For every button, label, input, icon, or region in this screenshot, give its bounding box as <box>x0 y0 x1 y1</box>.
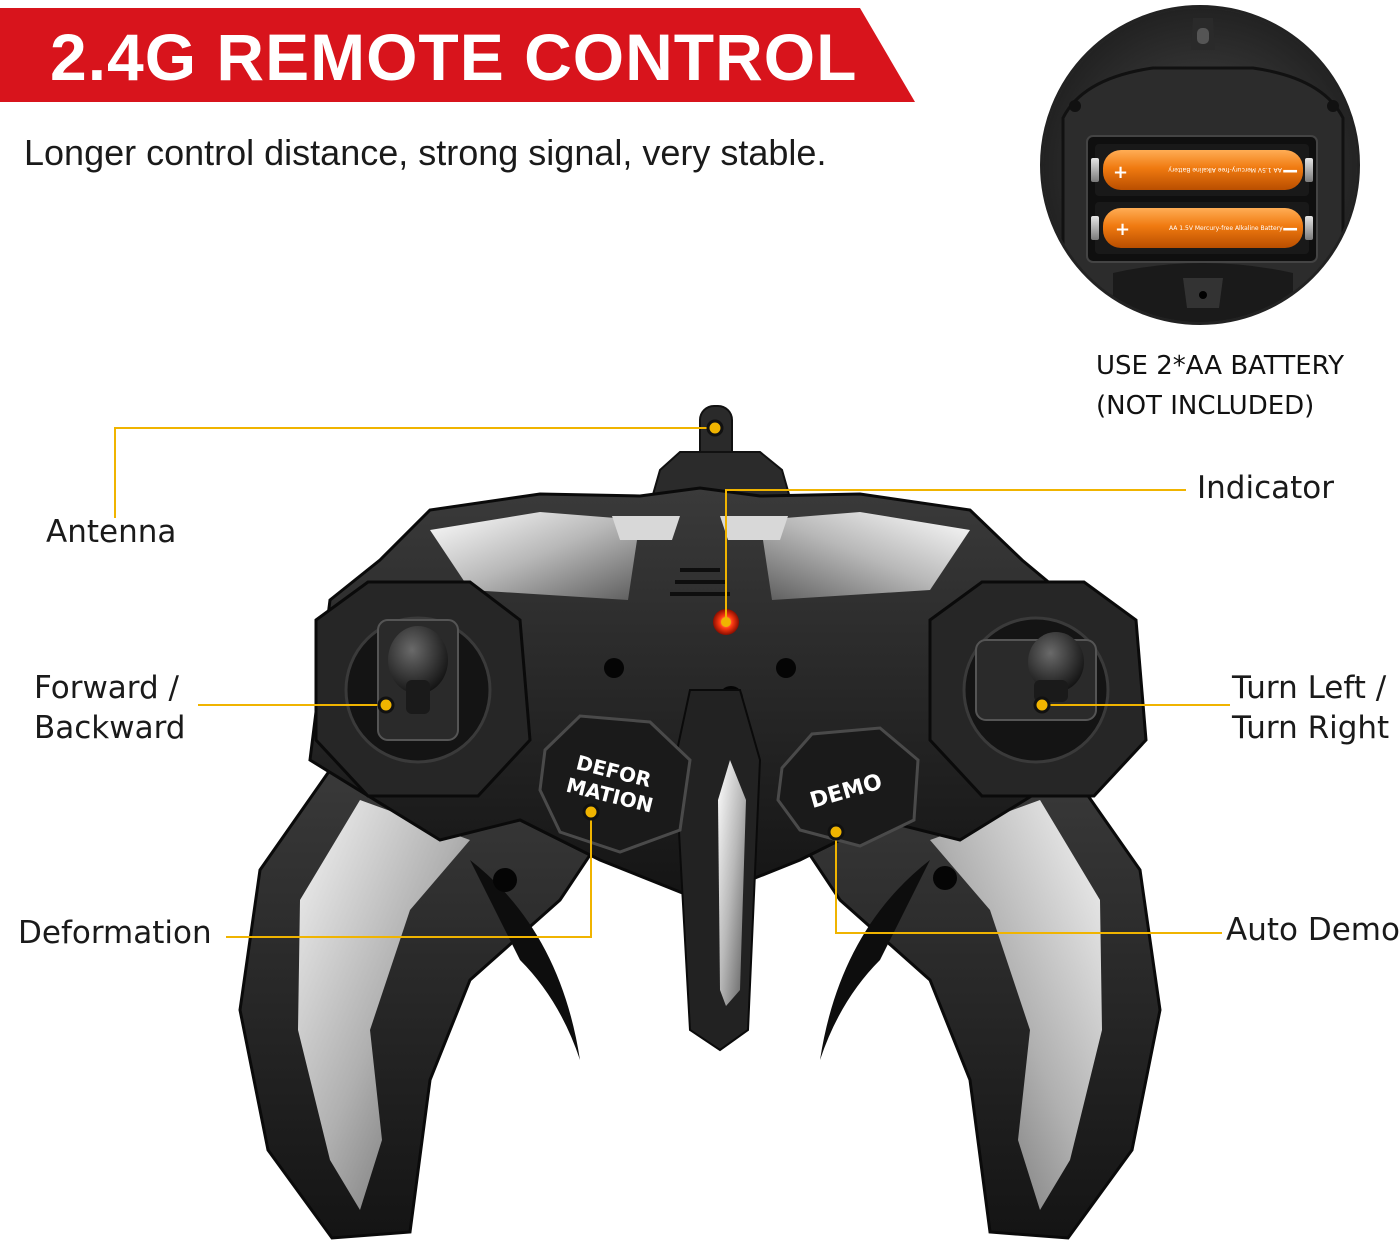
label-auto-demo: Auto Demo <box>1226 912 1400 948</box>
callout-dot-demo <box>827 823 845 841</box>
antenna <box>650 405 792 499</box>
callout-dot-forward <box>377 696 395 714</box>
callout-line-indicator <box>725 489 1186 622</box>
battery-note: USE 2*AA BATTERY (NOT INCLUDED) <box>1096 346 1396 426</box>
callout-dots <box>377 419 1051 841</box>
battery-cell-2 <box>1103 208 1303 248</box>
battery-cell-2-text: AA 1.5V Mercury-free Alkaline Battery <box>1169 225 1283 232</box>
callout-dot-turn <box>1033 696 1051 714</box>
deformation-button[interactable]: DEFOR MATION <box>538 714 692 854</box>
svg-text:+: + <box>1115 219 1130 240</box>
label-forward-line-1: Forward / <box>34 670 179 706</box>
left-joystick[interactable] <box>314 580 532 798</box>
battery-compartment-illustration: AA 1.5V Mercury-free Alkaline Battery AA… <box>1043 8 1357 322</box>
svg-text:−: − <box>1281 159 1299 184</box>
page-title: 2.4G REMOTE CONTROL <box>50 20 858 94</box>
label-turn-line-1: Turn Left / <box>1232 670 1387 706</box>
callout-line-deformation <box>226 812 592 938</box>
battery-cell-1 <box>1103 150 1303 190</box>
demo-button[interactable]: DEMO <box>776 726 920 848</box>
controller-grips <box>238 758 1162 1240</box>
battery-note-line-1: USE 2*AA BATTERY <box>1096 351 1344 381</box>
callout-dot-indicator <box>721 617 731 627</box>
right-joystick[interactable] <box>928 580 1148 798</box>
label-indicator: Indicator <box>1197 470 1334 506</box>
label-antenna: Antenna <box>46 514 177 550</box>
svg-text:+: + <box>1113 162 1128 183</box>
callout-lines <box>114 427 1230 938</box>
label-turn-line-2: Turn Right <box>1232 710 1390 746</box>
callout-line-antenna <box>114 427 715 518</box>
label-turn-left-right: Turn Left / Turn Right <box>1232 668 1389 748</box>
battery-cell-1-text: AA 1.5V Mercury-free Alkaline Battery <box>1168 166 1282 173</box>
label-deformation: Deformation <box>18 915 212 951</box>
callout-dot-deformation <box>582 803 600 821</box>
title-banner <box>0 8 915 102</box>
label-forward-backward: Forward / Backward <box>34 668 186 748</box>
label-forward-line-2: Backward <box>34 710 186 746</box>
page-subtitle: Longer control distance, strong signal, … <box>24 132 827 173</box>
callout-dot-antenna <box>706 419 724 437</box>
battery-note-line-2: (NOT INCLUDED) <box>1096 391 1315 421</box>
callout-line-demo <box>835 832 1222 934</box>
svg-text:−: − <box>1281 217 1299 242</box>
battery-compartment-inset: AA 1.5V Mercury-free Alkaline Battery AA… <box>1040 5 1360 325</box>
